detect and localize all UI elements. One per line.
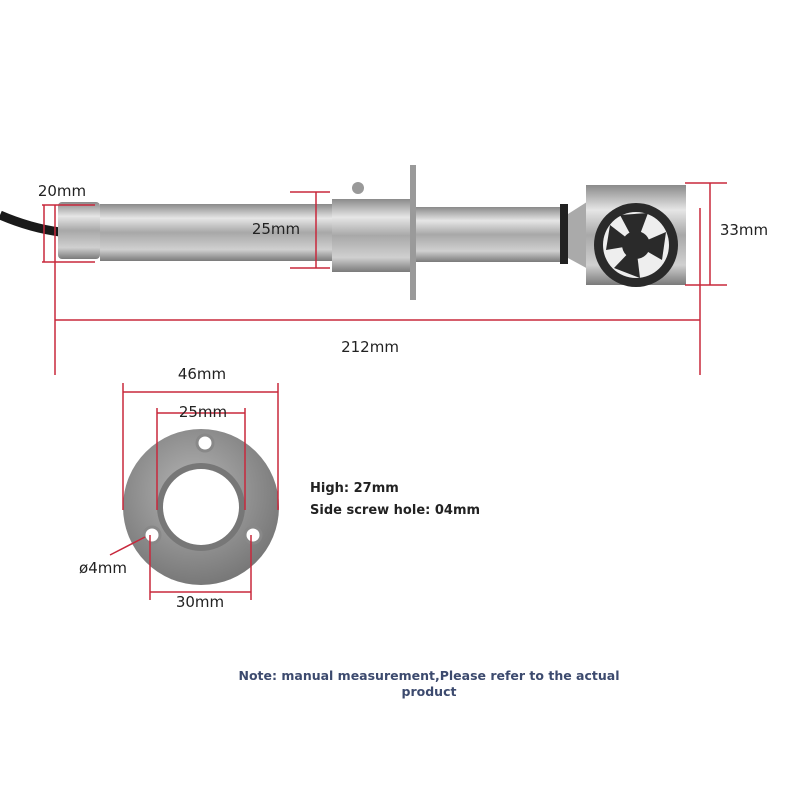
mount-flange-disc bbox=[410, 165, 416, 300]
dim-hole-spacing: 30mm bbox=[175, 593, 225, 611]
dim-gland-diameter: 20mm bbox=[37, 182, 87, 200]
dim-head-height: 33mm bbox=[719, 221, 769, 239]
dim-hole-diameter: ø4mm bbox=[79, 559, 127, 577]
dim-flange-inner: 25mm bbox=[178, 403, 228, 421]
measurement-note: Note: manual measurement,Please refer to… bbox=[229, 668, 629, 700]
tube bbox=[100, 204, 332, 261]
ring bbox=[560, 204, 568, 264]
cable-gland bbox=[58, 202, 100, 259]
note-line-2: product bbox=[401, 684, 457, 699]
collar bbox=[332, 199, 412, 272]
tube-front bbox=[416, 207, 562, 262]
dim-tube-diameter: 25mm bbox=[251, 220, 301, 238]
flange-part bbox=[123, 429, 279, 585]
sensor-probe bbox=[0, 165, 686, 300]
spec-high: High: 27mm bbox=[310, 481, 399, 496]
dim-flange-outer: 46mm bbox=[177, 365, 227, 383]
spec-side-screw-hole: Side screw hole: 04mm bbox=[310, 503, 481, 518]
dim-total-length: 212mm bbox=[341, 338, 399, 356]
note-line-1: Note: manual measurement,Please refer to… bbox=[238, 668, 620, 683]
cable bbox=[0, 210, 61, 237]
collar-screw bbox=[352, 182, 364, 194]
dimension-lines bbox=[42, 182, 727, 600]
neck bbox=[568, 200, 590, 270]
